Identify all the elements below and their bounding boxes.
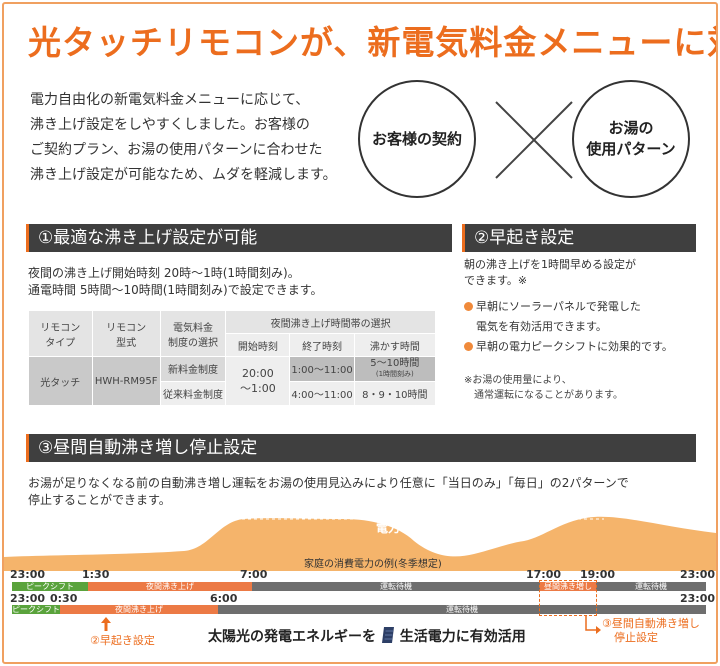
seg-standby-1: 運転待機 bbox=[252, 582, 540, 591]
multiply-icon bbox=[495, 101, 573, 179]
section3-desc2: 停止することができます。 bbox=[28, 493, 171, 507]
th-night-group: 夜間沸き上げ時間帯の選択 bbox=[225, 310, 436, 334]
intro-line: 沸き上げ設定が可能なため、ムダを軽減します。 bbox=[30, 167, 337, 183]
cell-end-old: 4:00〜11:00 bbox=[289, 380, 355, 406]
arrow-bend-icon bbox=[585, 615, 601, 634]
page-title: 光タッチリモコンが、新電気料金メニューに対応。 bbox=[28, 23, 716, 62]
t2-b: 6:00 bbox=[210, 592, 238, 605]
section1-title: ①最適な沸き上げ設定が可能 bbox=[38, 228, 258, 248]
intro-line: 電力自由化の新電気料金メニューに応じて、 bbox=[30, 92, 310, 108]
t1-b: 7:00 bbox=[240, 568, 268, 581]
cell-type: 光タッチ bbox=[28, 356, 93, 406]
consumption-chart bbox=[4, 516, 716, 571]
section2-desc: 朝の沸き上げを1時間早める設定が できます。※ bbox=[464, 257, 636, 289]
arrow-up-icon bbox=[101, 617, 111, 631]
bullet-item: 早朝の電力ピークシフトに効果的です。 bbox=[464, 337, 673, 357]
note-early: ②早起き設定 bbox=[90, 634, 155, 647]
solar-text-1: 太陽光の発電エネルギーを bbox=[208, 629, 376, 645]
note-stop: ③昼間自動沸き増し 停止設定 bbox=[602, 617, 700, 645]
note-stop-line2: 停止設定 bbox=[614, 631, 658, 644]
intro-text: 電力自由化の新電気料金メニューに応じて、 沸き上げ設定をしやすくしました。お客様… bbox=[30, 88, 337, 188]
section3-desc1: お湯が足りなくなる前の自動沸き増し運転をお湯の使用見込みにより任意に「当日のみ」… bbox=[28, 476, 629, 490]
consumption-area bbox=[4, 516, 716, 571]
seg-night-2: 夜間沸き上げ bbox=[60, 605, 218, 614]
th-remote-model: リモコン型式 bbox=[91, 310, 161, 357]
cell-plan-old: 従来料金制度 bbox=[159, 380, 227, 406]
spec-table: リモコンタイプ リモコン型式 電気料金制度の選択 夜間沸き上げ時間帯の選択 開始… bbox=[28, 310, 437, 406]
note-stop-line1: ③昼間自動沸き増し bbox=[602, 617, 700, 630]
section1-desc1: 夜間の沸き上げ開始時刻 20時〜1時(1時間刻み)。 bbox=[28, 266, 300, 280]
cell-model: HWH-RM95F bbox=[91, 356, 161, 406]
bullet-dot-icon bbox=[464, 302, 473, 311]
section2-desc-line: できます。※ bbox=[464, 274, 528, 287]
section2-desc-line: 朝の沸き上げを1時間早める設定が bbox=[464, 258, 636, 271]
seg-standby-row2: 運転待機 bbox=[218, 605, 706, 614]
peak-label: 電力ピーク bbox=[376, 521, 437, 535]
cell-plan-new: 新料金制度 bbox=[159, 356, 227, 382]
note-line: 通常運転になることがあります。 bbox=[474, 390, 623, 401]
section2-bullets: 早朝にソーラーパネルで発電した 電気を有効活用できます。 早朝の電力ピークシフト… bbox=[464, 297, 673, 357]
section1-header: ①最適な沸き上げ設定が可能 bbox=[26, 224, 452, 252]
t1-a: 1:30 bbox=[82, 568, 110, 581]
section2-header: ②早起き設定 bbox=[462, 224, 696, 252]
cell-boil-old: 8・9・10時間 bbox=[353, 380, 437, 406]
bullet-item-cont: 電気を有効活用できます。 bbox=[476, 320, 607, 333]
seg-peakshift-1: ピークシフト bbox=[12, 582, 88, 591]
cell-end-new: 1:00〜11:00 bbox=[289, 356, 355, 382]
t1-start: 23:00 bbox=[10, 568, 46, 581]
bullet-dot-icon bbox=[464, 342, 473, 351]
th-boil: 沸かす時間 bbox=[353, 333, 437, 357]
contract-label: お客様の契約 bbox=[371, 129, 462, 148]
t1-end: 23:00 bbox=[680, 568, 716, 581]
usage-circle: お湯の 使用パターン bbox=[572, 80, 690, 198]
cell-boil-new: 5〜10時間(1時間刻み) bbox=[353, 356, 437, 382]
section2-note: ※お湯の使用量により、 通常運転になることがあります。 bbox=[464, 373, 623, 403]
section3-title: ③昼間自動沸き増し停止設定 bbox=[38, 438, 258, 458]
usage-label-line1: お湯の bbox=[608, 119, 654, 137]
accent-tick bbox=[26, 224, 29, 252]
bullet-item: 早朝にソーラーパネルで発電した bbox=[464, 297, 673, 317]
t2-end: 23:00 bbox=[680, 592, 716, 605]
consumption-label: 家庭の消費電力の例(冬季想定) bbox=[304, 559, 442, 570]
section3-header: ③昼間自動沸き増し停止設定 bbox=[26, 434, 696, 462]
section1-desc2: 通電時間 5時間〜10時間(1時間刻み)で設定できます。 bbox=[28, 283, 323, 297]
intro-line: 沸き上げ設定をしやすくしました。お客様の bbox=[30, 117, 310, 133]
th-plan: 電気料金制度の選択 bbox=[159, 310, 227, 357]
note-line: ※お湯の使用量により、 bbox=[464, 375, 572, 386]
th-start: 開始時刻 bbox=[225, 333, 291, 357]
solar-panel-icon bbox=[381, 627, 394, 643]
contract-circle: お客様の契約 bbox=[358, 80, 476, 198]
seg-peakshift-2: ピークシフト bbox=[12, 605, 60, 614]
day-boost-highlight bbox=[539, 580, 597, 616]
t2-start: 23:00 bbox=[10, 592, 46, 605]
seg-standby-2: 運転待機 bbox=[596, 582, 706, 591]
t2-a: 0:30 bbox=[50, 592, 78, 605]
solar-text-2: 生活電力に有効活用 bbox=[399, 629, 526, 645]
seg-night-1: 夜間沸き上げ bbox=[88, 582, 252, 591]
th-end: 終了時刻 bbox=[289, 333, 355, 357]
section2-title: ②早起き設定 bbox=[474, 228, 575, 248]
intro-line: ご契約プラン、お湯の使用パターンに合わせた bbox=[30, 142, 323, 158]
usage-label-line2: 使用パターン bbox=[586, 140, 676, 158]
t1-d: 19:00 bbox=[580, 568, 616, 581]
th-remote-type: リモコンタイプ bbox=[28, 310, 93, 357]
accent-tick bbox=[462, 224, 465, 252]
seg-day-1: 昼間沸き増し bbox=[540, 582, 596, 591]
t1-c: 17:00 bbox=[526, 568, 562, 581]
accent-tick bbox=[26, 434, 29, 462]
solar-message: 太陽光の発電エネルギーを 生活電力に有効活用 bbox=[208, 626, 526, 646]
cell-start: 20:00〜1:00 bbox=[225, 356, 291, 406]
